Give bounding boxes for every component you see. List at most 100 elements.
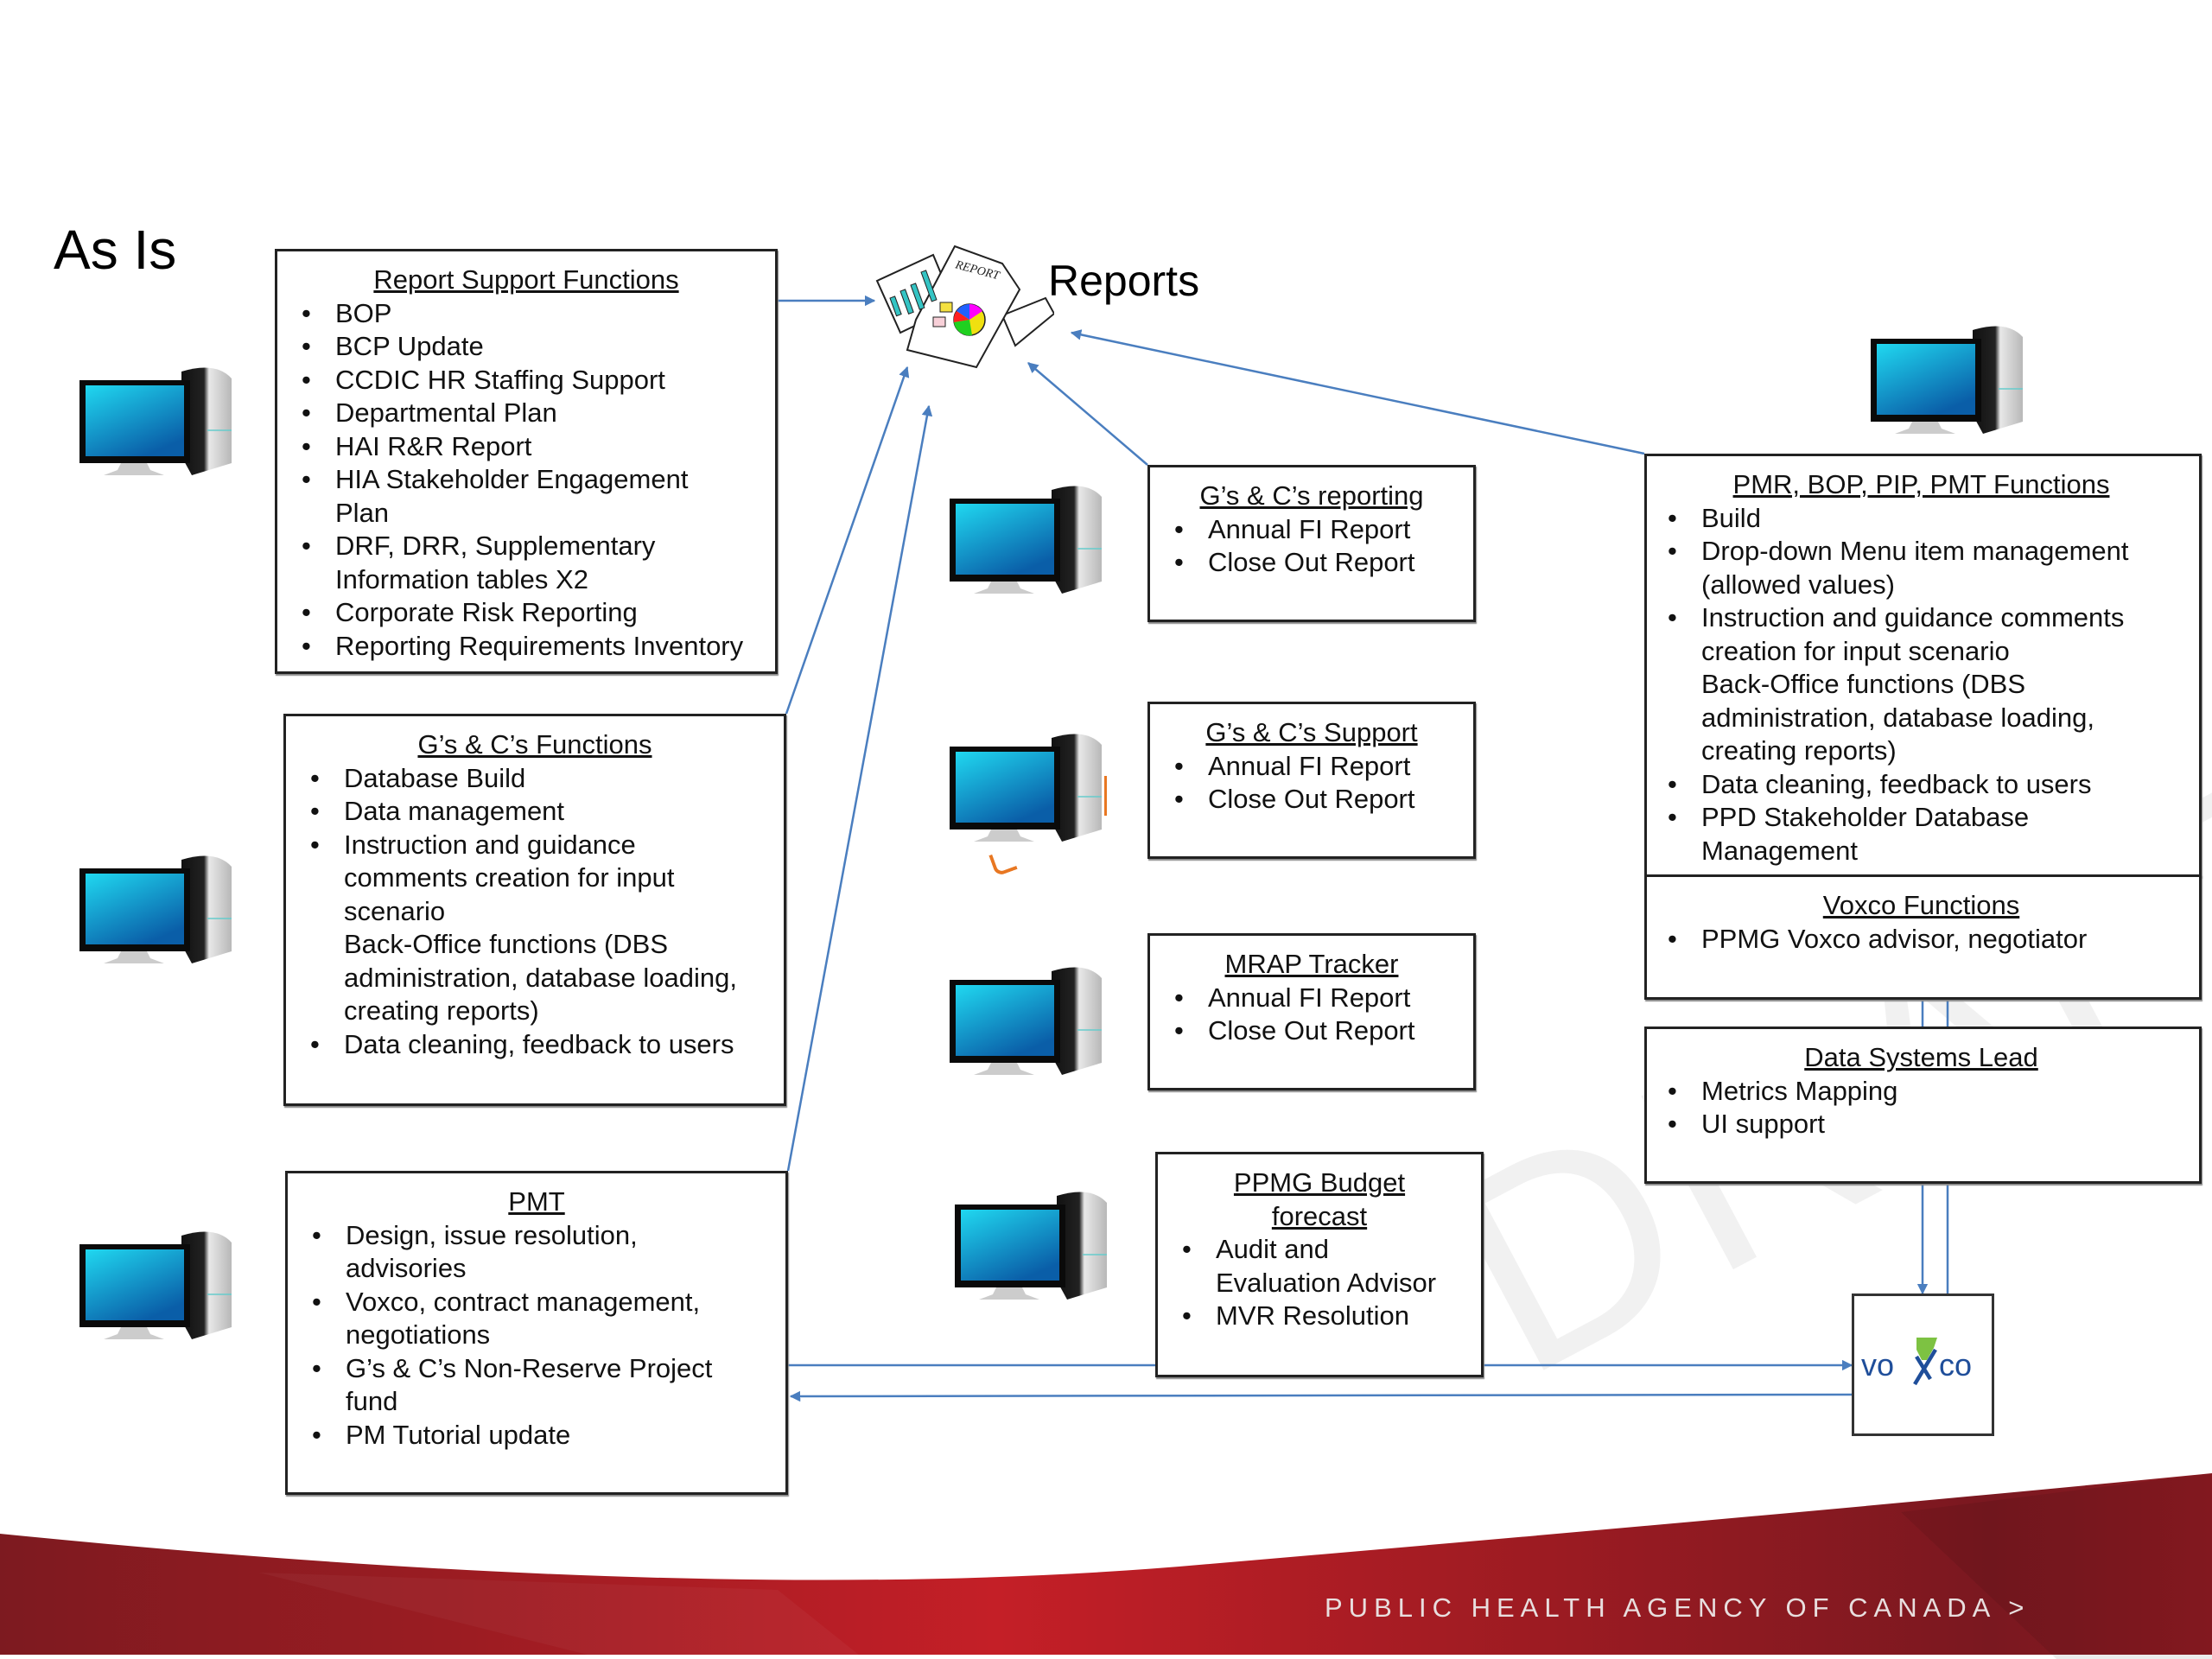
gcs-reporting-box: G’s & C’s reporting Annual FI ReportClos… <box>1147 465 1476 622</box>
list-item: Annual FI Report <box>1169 982 1454 1015</box>
list-item: PPMG Voxco advisor, negotiator <box>1662 923 2180 957</box>
gcs-support-box: G’s & C’s Support Annual FI ReportClose … <box>1147 702 1476 859</box>
list-item: administration, database loading, <box>1701 702 2094 733</box>
list-item: HAI R&R Report <box>296 430 756 464</box>
list-item: HIA Stakeholder Engagement <box>296 463 756 497</box>
report-documents-icon: REPORT <box>875 245 1054 369</box>
box-list: PPMG Voxco advisor, negotiator <box>1662 923 2180 957</box>
list-item: Close Out Report <box>1169 546 1454 580</box>
list-item: Annual FI Report <box>1169 513 1454 547</box>
box-heading: G’s & C’s Functions <box>417 729 652 760</box>
list-item: Management <box>1701 835 1858 866</box>
list-item: administration, database loading, <box>344 962 737 993</box>
desktop-computer-icon <box>1870 325 2024 435</box>
list-item: creating reports) <box>1701 735 1897 766</box>
list-item: Close Out Report <box>1169 783 1454 817</box>
box-heading: MRAP Tracker <box>1224 949 1399 979</box>
list-item: Voxco, contract management, <box>307 1286 766 1319</box>
arrow-pmr-to-reports <box>1070 329 1645 455</box>
list-item: Evaluation Advisor <box>1216 1267 1437 1298</box>
list-item: Plan <box>335 497 390 528</box>
box-heading: PPMG Budget forecast <box>1233 1167 1406 1231</box>
box-list: Design, issue resolution,advisoriesVoxco… <box>307 1219 766 1452</box>
svg-text:co: co <box>1939 1347 1972 1382</box>
list-item: scenario <box>344 895 446 926</box>
list-item: advisories <box>346 1253 467 1283</box>
desktop-computer-icon <box>949 733 1103 842</box>
box-heading: G’s & C’s Support <box>1205 717 1418 747</box>
pmr-bop-pip-pmt-functions-box: PMR, BOP, PIP, PMT Functions BuildDrop-d… <box>1644 454 2202 877</box>
box-heading: Report Support Functions <box>373 264 679 295</box>
arrow-voxco-to-pmt <box>789 1390 1853 1402</box>
voxco-system-box: vo co <box>1852 1294 1994 1436</box>
list-item: Audit and <box>1177 1233 1462 1267</box>
list-item: Back-Office functions (DBS <box>344 929 669 959</box>
list-item: G’s & C’s Non-Reserve Project <box>307 1352 766 1386</box>
footer-band <box>0 1473 2212 1659</box>
list-item: comments creation for input <box>344 862 675 893</box>
list-item: Data management <box>305 795 765 829</box>
list-item: CCDIC HR Staffing Support <box>296 364 756 397</box>
list-item: Close Out Report <box>1169 1014 1454 1048</box>
reports-label: Reports <box>1048 257 1200 305</box>
gcs-functions-box: G’s & C’s Functions Database BuildData m… <box>283 714 786 1106</box>
list-item: Data cleaning, feedback to users <box>305 1028 765 1062</box>
list-item: BCP Update <box>296 330 756 364</box>
box-heading: PMT <box>508 1186 565 1217</box>
desktop-computer-icon <box>949 485 1103 594</box>
list-item: Drop-down Menu item management <box>1662 535 2180 569</box>
report-support-functions-box: Report Support Functions BOPBCP UpdateCC… <box>275 249 778 674</box>
box-list: Metrics MappingUI support <box>1662 1075 2180 1141</box>
list-item: MVR Resolution <box>1177 1300 1462 1333</box>
list-item: Annual FI Report <box>1169 750 1454 784</box>
list-item: PPD Stakeholder Database <box>1662 801 2180 835</box>
box-list: BOPBCP UpdateCCDIC HR Staffing SupportDe… <box>296 297 756 664</box>
arrow-gcs-reporting-to-reports <box>1027 362 1148 466</box>
arrow-gcs-functions-to-reports <box>785 365 910 715</box>
box-heading: Data Systems Lead <box>1804 1042 2038 1072</box>
box-heading: G’s & C’s reporting <box>1199 480 1424 511</box>
list-item: Design, issue resolution, <box>307 1219 766 1253</box>
box-list: Annual FI ReportClose Out Report <box>1169 750 1454 817</box>
pmt-box: PMT Design, issue resolution,advisoriesV… <box>285 1171 788 1495</box>
list-item: DRF, DRR, Supplementary <box>296 530 756 563</box>
list-item: Database Build <box>305 762 765 796</box>
desktop-computer-icon <box>79 366 232 476</box>
mrap-tracker-box: MRAP Tracker Annual FI ReportClose Out R… <box>1147 933 1476 1090</box>
list-item: UI support <box>1662 1108 2180 1141</box>
list-item: creating reports) <box>344 995 539 1026</box>
list-item: fund <box>346 1386 398 1416</box>
list-item: Reporting Requirements Inventory <box>296 630 756 664</box>
list-item: creation for input scenario <box>1701 635 2010 666</box>
list-item: Data cleaning, feedback to users <box>1662 768 2180 802</box>
list-item: (allowed values) <box>1701 569 1895 600</box>
box-list: Database BuildData managementInstruction… <box>305 762 765 1062</box>
list-item: Corporate Risk Reporting <box>296 596 756 630</box>
stray-orange-mark <box>988 848 1018 877</box>
list-item: PM Tutorial update <box>307 1419 766 1452</box>
agency-footer-label: PUBLIC HEALTH AGENCY OF CANADA > <box>1325 1592 2031 1623</box>
slide-title: As Is <box>54 219 177 281</box>
list-item: Back-Office functions (DBS <box>1701 669 2026 699</box>
ppmg-budget-forecast-box: PPMG Budget forecast Audit andEvaluation… <box>1155 1152 1484 1377</box>
desktop-computer-icon <box>79 855 232 964</box>
list-item: Instruction and guidance <box>305 829 765 862</box>
svg-text:vo: vo <box>1861 1347 1894 1382</box>
list-item: Departmental Plan <box>296 397 756 430</box>
box-list: Annual FI ReportClose Out Report <box>1169 513 1454 580</box>
voxco-functions-box: Voxco Functions PPMG Voxco advisor, nego… <box>1644 874 2202 1000</box>
arrow-pmt-to-reports <box>786 404 933 1172</box>
box-list: BuildDrop-down Menu item management(allo… <box>1662 502 2180 868</box>
list-item: Metrics Mapping <box>1662 1075 2180 1109</box>
list-item: BOP <box>296 297 756 331</box>
stray-orange-line <box>1104 776 1107 816</box>
list-item: Instruction and guidance comments <box>1662 601 2180 635</box>
list-item: Information tables X2 <box>335 563 588 594</box>
list-item: negotiations <box>346 1319 491 1350</box>
box-heading: Voxco Functions <box>1822 890 2020 920</box>
voxco-logo: vo co <box>1861 1338 1972 1386</box>
desktop-computer-icon <box>79 1230 232 1340</box>
box-list: Annual FI ReportClose Out Report <box>1169 982 1454 1048</box>
list-item: Build <box>1662 502 2180 536</box>
